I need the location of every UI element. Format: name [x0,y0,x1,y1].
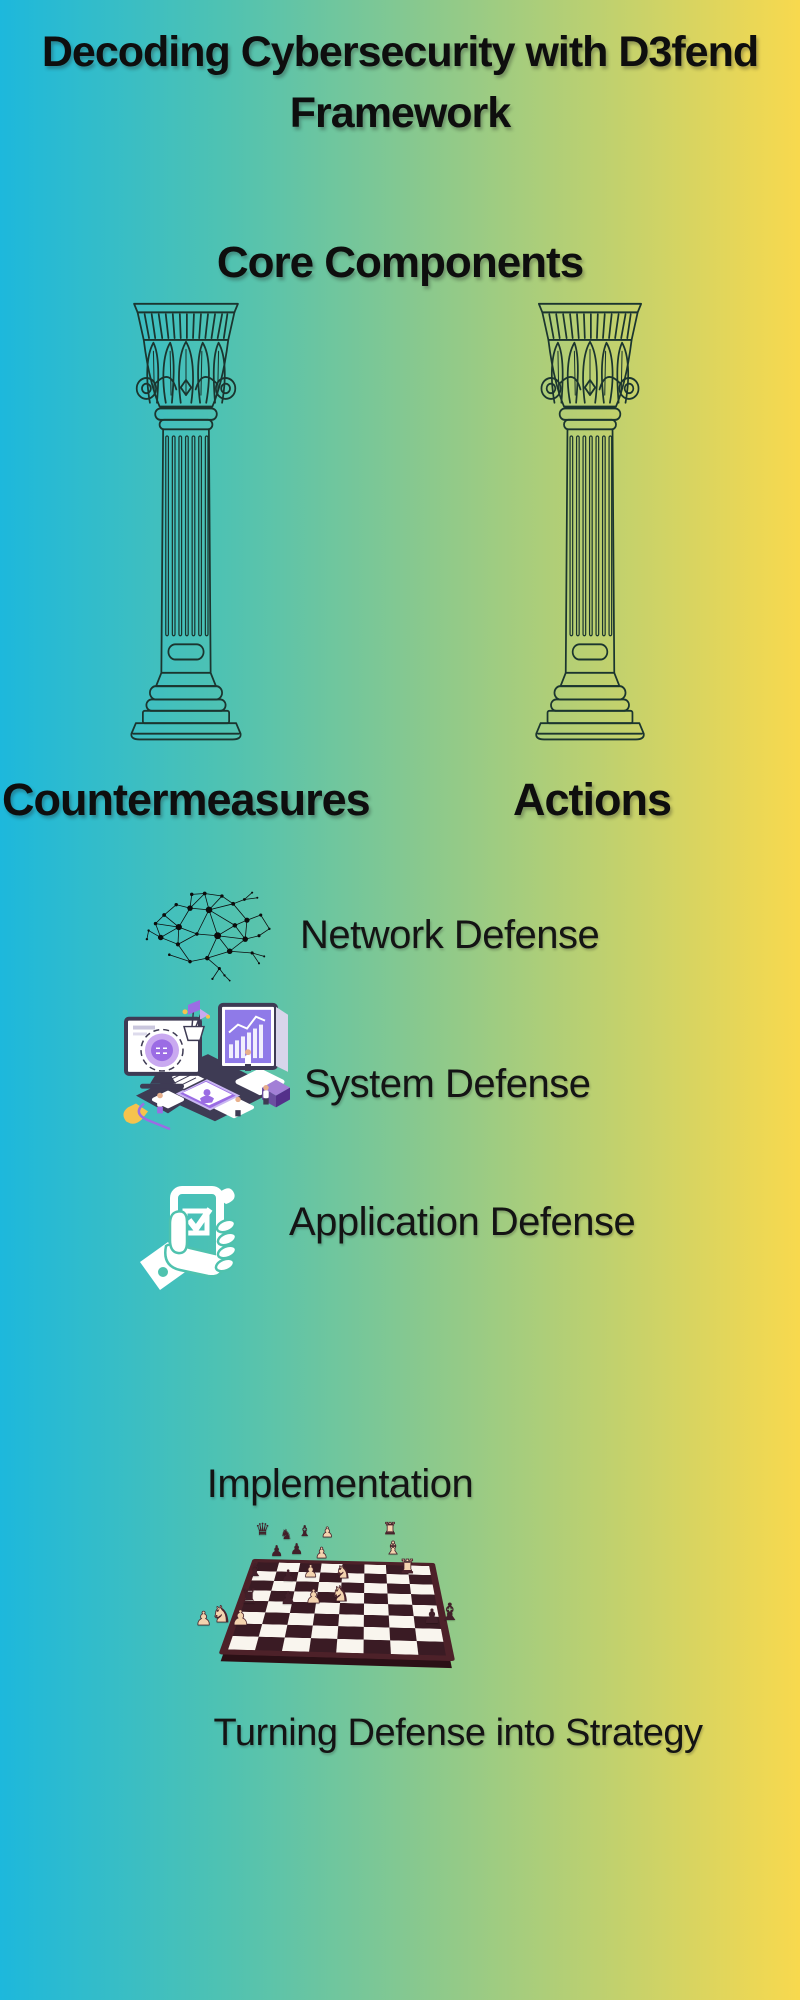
chess-piece: ♟ [303,1564,318,1581]
chess-piece: ♟ [280,1590,296,1608]
system-defense-illustration-wrap [120,997,295,1140]
pillar-label-countermeasures: Countermeasures [2,774,370,826]
chess-piece: ♟ [321,1526,334,1540]
chess-piece: ♟ [315,1546,328,1561]
pillar-actions-illustration [525,300,655,747]
network-graph-icon [140,882,278,986]
application-defense-icon-wrap [136,1184,236,1304]
page-title: Decoding Cybersecurity with D3fend Frame… [0,22,800,144]
chess-piece: ♟ [305,1588,322,1607]
tiny-person [245,1049,251,1071]
implementation-caption: Turning Defense into Strategy [158,1712,758,1755]
chess-piece: ♞ [331,1584,350,1605]
page-title-line2: Framework [0,83,800,144]
chess-piece: ♝ [298,1524,311,1539]
chess-piece: ♜ [399,1558,416,1577]
page-title-line1: Decoding Cybersecurity with D3fend [0,22,800,83]
chess-piece: ♟ [231,1608,250,1629]
corinthian-column-icon [120,300,252,747]
defense-layer-label-application: Application Defense [289,1200,635,1245]
chess-piece: ♞ [335,1564,351,1582]
pillar-label-actions: Actions [513,774,671,826]
chess-piece: ♟ [195,1610,212,1629]
chess-piece: ♜ [240,1586,258,1606]
pillar-countermeasures-illustration [120,300,252,747]
defense-layer-label-network: Network Defense [300,913,599,958]
chess-piece: ♞ [211,1604,232,1627]
defense-layer-label-system: System Defense [304,1062,590,1107]
core-components-heading: Core Components [0,238,800,288]
chess-pieces: ♛♞♝♟♜♟♟♟♝♝♟♟♞♜♜♟♟♞♟♞♟♟♝ [185,1516,475,1666]
chess-piece: ♜ [383,1521,397,1537]
chess-piece: ♛ [255,1522,270,1539]
implementation-heading: Implementation [40,1462,640,1507]
chess-piece: ♝ [439,1600,461,1624]
network-defense-icon-wrap [140,882,278,991]
tiny-person [235,1097,240,1117]
isometric-workstation-illustration [120,997,295,1135]
chess-piece: ♟ [270,1544,283,1559]
corinthian-column-icon [525,300,655,747]
chess-piece: ♟ [290,1542,303,1557]
tiny-person [263,1085,268,1105]
chess-piece: ♝ [247,1562,263,1580]
tiny-person [157,1093,163,1114]
hand-holding-phone-check-icon [136,1184,236,1299]
chess-illustration: ♛♞♝♟♜♟♟♟♝♝♟♟♞♜♜♟♟♞♟♞♟♟♝ [185,1516,475,1666]
chess-piece: ♟ [281,1568,295,1584]
